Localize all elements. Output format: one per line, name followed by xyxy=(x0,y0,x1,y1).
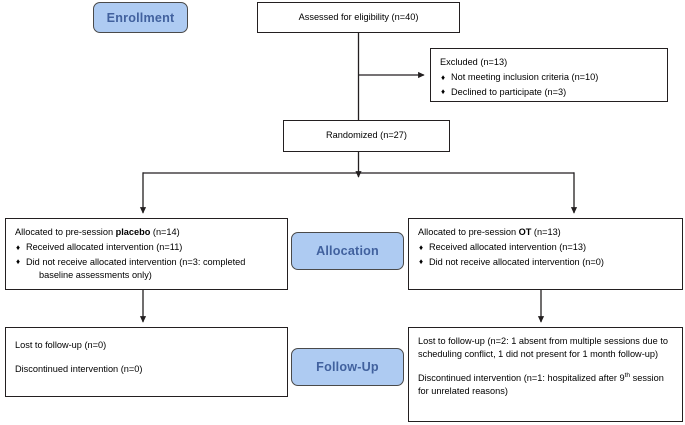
followup-ot-discontinued-post: session for unrelated reasons) xyxy=(418,373,664,397)
stage-label-followup-text: Follow-Up xyxy=(316,360,379,374)
allocated-placebo-item-2-wrap: baseline assessments only) xyxy=(39,269,152,280)
allocated-ot-item-1: Received allocated intervention (n=13) xyxy=(429,242,587,253)
allocated-ot-title: Allocated to pre-session OT (n=13) xyxy=(418,226,673,239)
list-item: ♦ Not meeting inclusion criteria (n=10) xyxy=(440,71,658,84)
excluded-reason-list: ♦ Not meeting inclusion criteria (n=10) … xyxy=(440,71,658,99)
list-item: ♦ Did not receive allocated intervention… xyxy=(418,256,673,269)
allocated-ot-list: ♦ Received allocated intervention (n=13)… xyxy=(418,241,673,269)
diamond-bullet-icon: ♦ xyxy=(441,72,446,82)
allocated-ot-item-2: Did not receive allocated intervention (… xyxy=(429,256,604,267)
randomized-text: Randomized (n=27) xyxy=(326,130,407,141)
allocated-placebo-title-post: (n=14) xyxy=(150,227,180,237)
followup-ot-discontinued-pre: Discontinued intervention (n=1: hospital… xyxy=(418,373,625,384)
list-item: ♦ Did not receive allocated intervention… xyxy=(15,256,278,282)
excluded-reason-2: Declined to participate (n=3) xyxy=(451,86,567,97)
allocated-ot-title-pre: Allocated to pre-session xyxy=(418,227,519,237)
excluded-reason-1: Not meeting inclusion criteria (n=10) xyxy=(451,72,599,83)
box-allocated-ot: Allocated to pre-session OT (n=13) ♦ Rec… xyxy=(408,218,683,290)
followup-ot-lost: Lost to follow-up (n=2: 1 absent from mu… xyxy=(418,336,668,360)
box-assessed-for-eligibility: Assessed for eligibility (n=40) xyxy=(257,2,460,33)
stage-label-enrollment-text: Enrollment xyxy=(106,10,175,25)
excluded-title: Excluded (n=13) xyxy=(440,57,508,67)
followup-ot-discontinued: Discontinued intervention (n=1: hospital… xyxy=(418,372,673,398)
box-allocated-placebo: Allocated to pre-session placebo (n=14) … xyxy=(5,218,288,290)
allocated-placebo-list: ♦ Received allocated intervention (n=11)… xyxy=(15,241,278,282)
diamond-bullet-icon: ♦ xyxy=(16,242,21,252)
allocated-ot-title-post: (n=13) xyxy=(531,227,561,237)
allocated-placebo-item-1: Received allocated intervention (n=11) xyxy=(26,242,183,253)
stage-label-followup: Follow-Up xyxy=(291,348,404,386)
diamond-bullet-icon: ♦ xyxy=(441,87,446,97)
stage-label-allocation: Allocation xyxy=(291,232,404,270)
followup-placebo-discontinued: Discontinued intervention (n=0) xyxy=(15,364,143,375)
assessed-for-eligibility-text: Assessed for eligibility (n=40) xyxy=(298,11,419,22)
list-item: ♦ Declined to participate (n=3) xyxy=(440,86,658,99)
stage-label-allocation-text: Allocation xyxy=(316,244,379,258)
box-randomized: Randomized (n=27) xyxy=(283,120,450,152)
allocated-ot-title-bold: OT xyxy=(518,227,532,237)
diamond-bullet-icon: ♦ xyxy=(419,257,424,267)
allocated-placebo-title: Allocated to pre-session placebo (n=14) xyxy=(15,226,278,239)
list-item: ♦ Received allocated intervention (n=13) xyxy=(418,241,673,254)
followup-ot-discontinued-ordinal: th xyxy=(624,372,631,380)
list-item: ♦ Received allocated intervention (n=11) xyxy=(15,241,278,254)
allocated-placebo-title-bold: placebo xyxy=(115,227,151,237)
stage-label-enrollment: Enrollment xyxy=(93,2,188,33)
diamond-bullet-icon: ♦ xyxy=(419,242,424,252)
box-followup-ot: Lost to follow-up (n=2: 1 absent from mu… xyxy=(408,327,683,422)
allocated-placebo-title-pre: Allocated to pre-session xyxy=(15,227,116,237)
diamond-bullet-icon: ♦ xyxy=(16,257,21,267)
box-excluded: Excluded (n=13) ♦ Not meeting inclusion … xyxy=(430,48,668,102)
followup-placebo-lost: Lost to follow-up (n=0) xyxy=(15,340,107,350)
box-followup-placebo: Lost to follow-up (n=0) Discontinued int… xyxy=(5,327,288,397)
allocated-placebo-item-2: Did not receive allocated intervention (… xyxy=(26,256,246,267)
